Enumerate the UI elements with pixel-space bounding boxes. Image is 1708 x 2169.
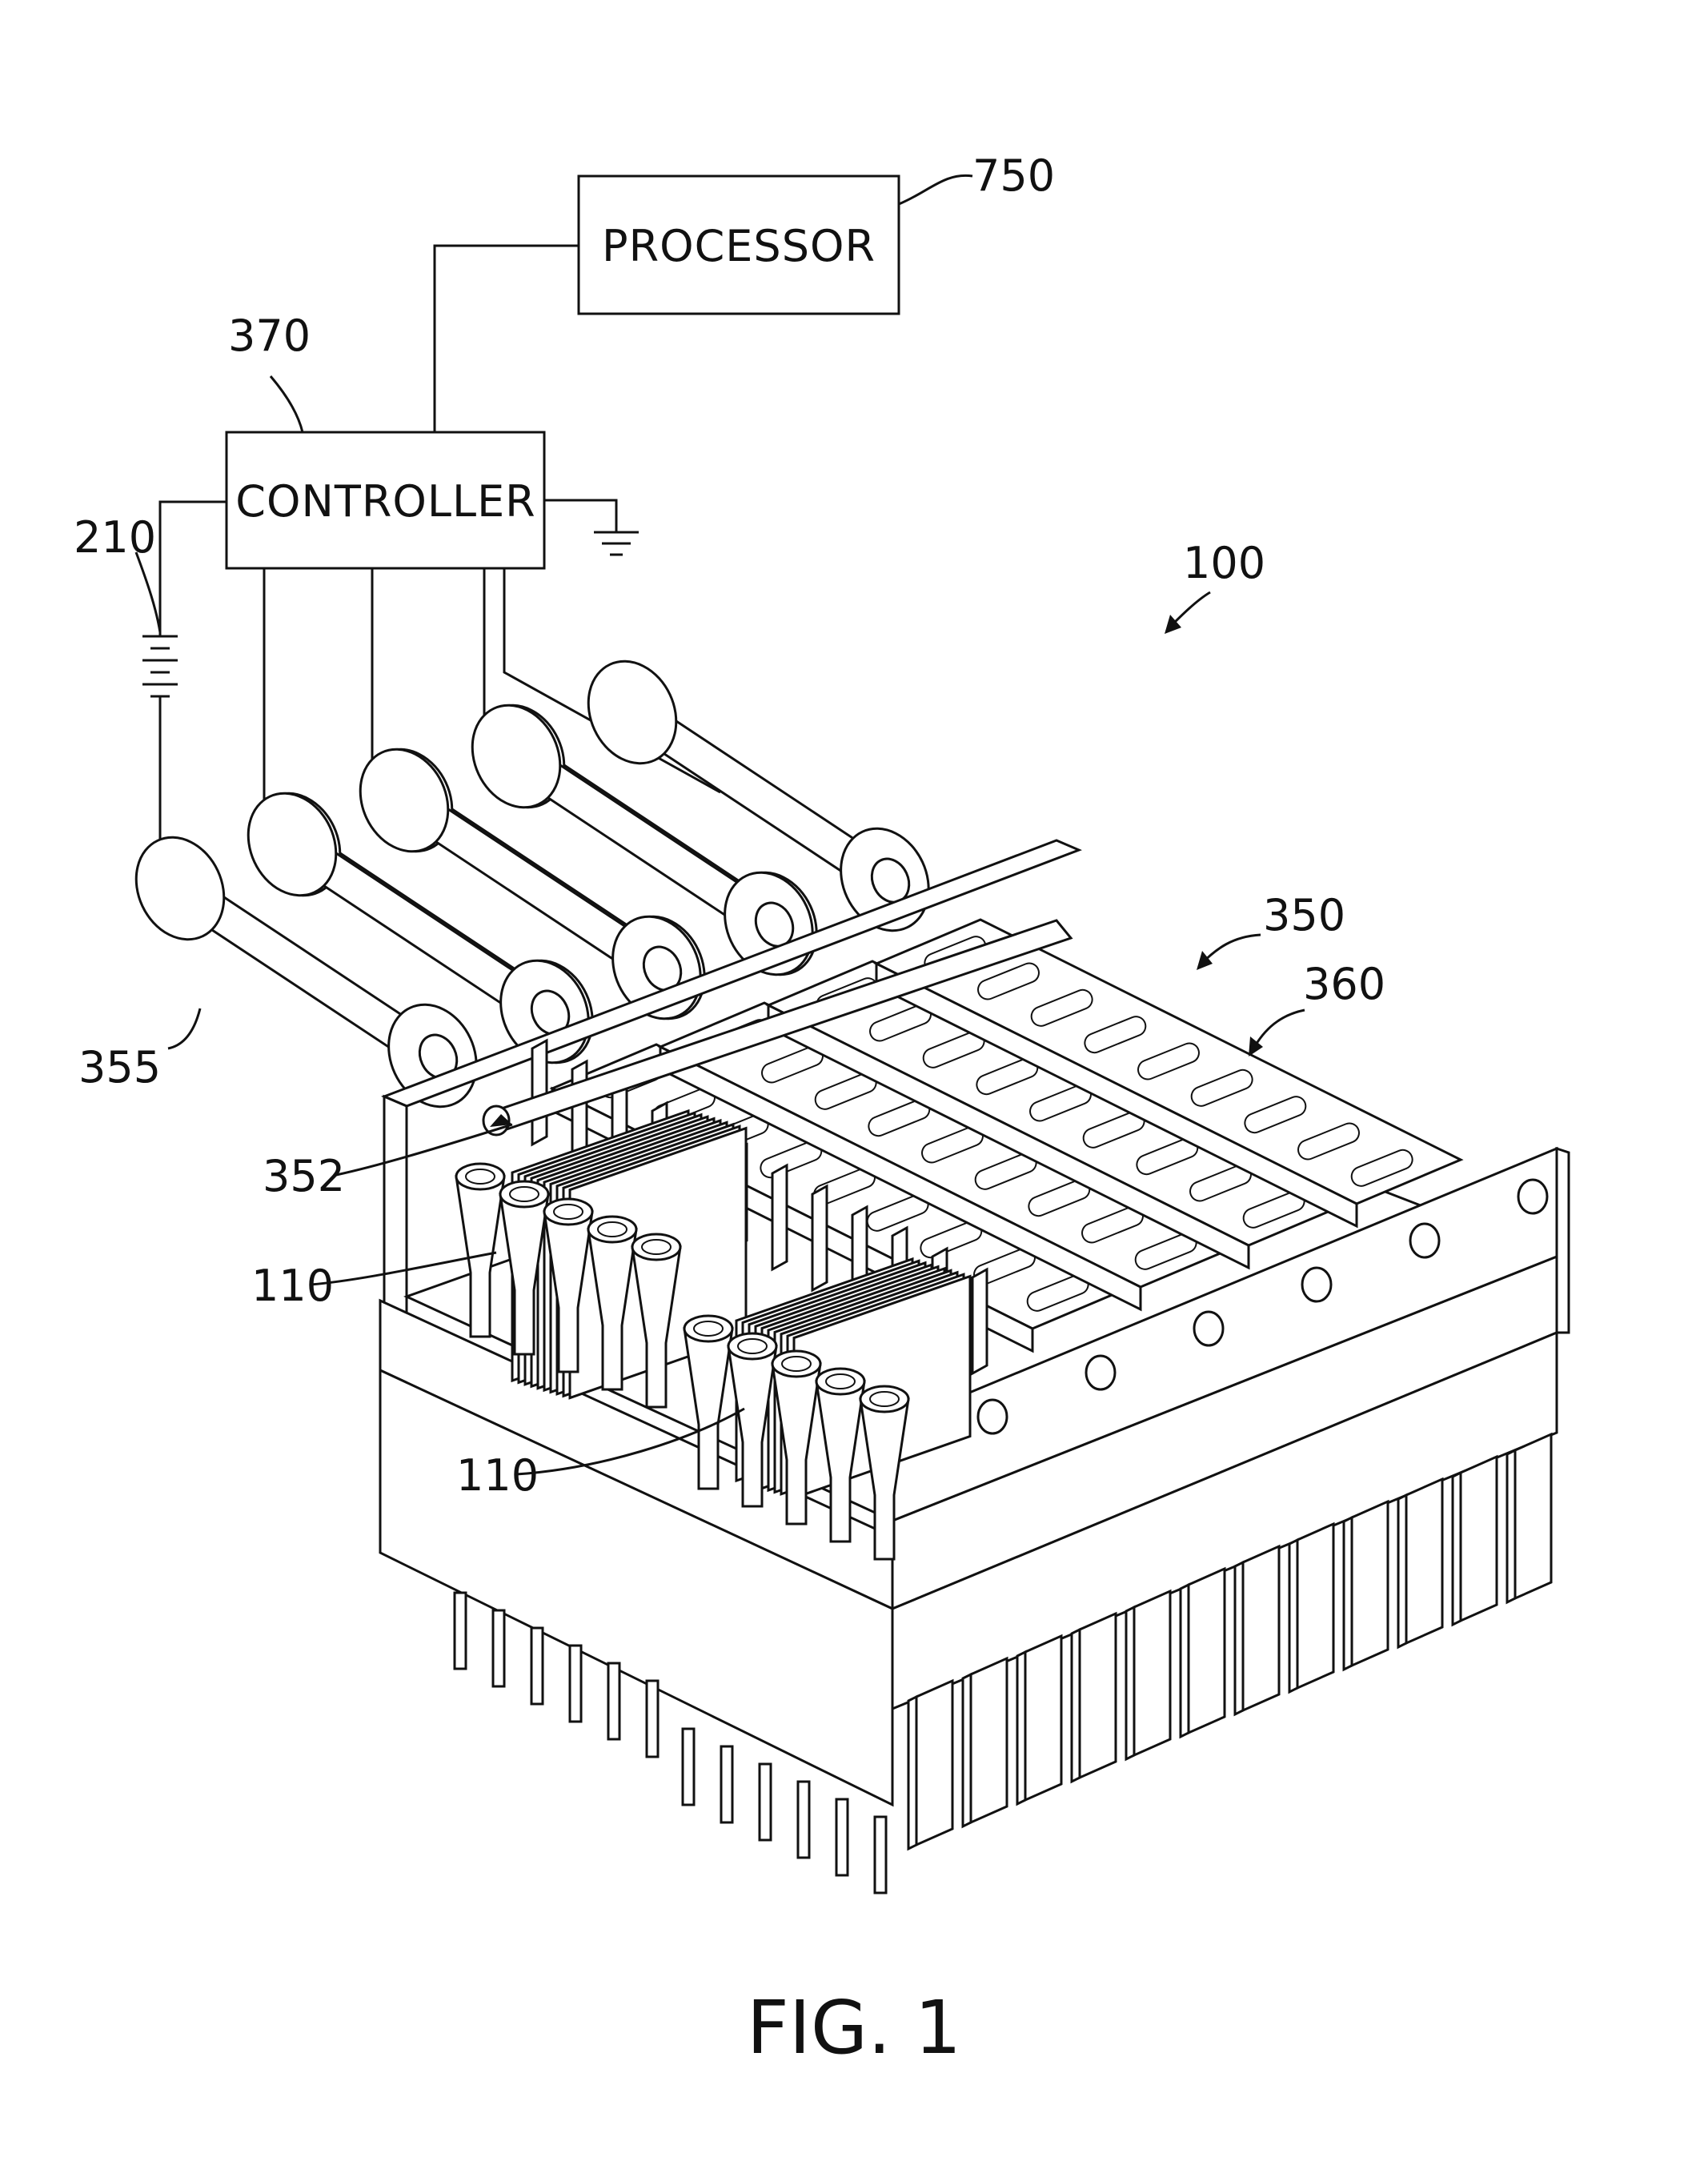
fin-face (1080, 1614, 1116, 1778)
pin (760, 1764, 771, 1840)
ref-100: 100 (1183, 538, 1265, 588)
leader-355 (168, 1008, 200, 1048)
pin (570, 1646, 581, 1722)
fin-face (1461, 1457, 1497, 1621)
fin-face (916, 1681, 952, 1845)
ref-110-lower: 110 (456, 1450, 539, 1501)
pin (493, 1610, 504, 1686)
ground-symbol (544, 500, 639, 555)
fin-face (1515, 1434, 1551, 1598)
controller-label: CONTROLLER (235, 476, 535, 527)
pin (455, 1593, 466, 1669)
plate (812, 1186, 827, 1290)
fin-face (1352, 1501, 1388, 1666)
fin-face (1297, 1524, 1333, 1688)
fin-face (1189, 1569, 1225, 1733)
leader-750 (899, 175, 972, 204)
controller-processor-wire (435, 246, 579, 432)
fin-face (1134, 1591, 1170, 1755)
plate (772, 1165, 787, 1269)
ref-110-upper: 110 (251, 1261, 334, 1311)
fin-face (1406, 1479, 1442, 1643)
ref-360: 360 (1303, 959, 1385, 1009)
pin (798, 1782, 809, 1858)
ref-355: 355 (78, 1042, 161, 1093)
fin-face (1243, 1546, 1279, 1710)
figure-caption: FIG. 1 (747, 1985, 961, 2071)
plate (532, 1040, 547, 1145)
pin (836, 1799, 848, 1875)
ref-210: 210 (74, 512, 156, 563)
ref-350: 350 (1263, 890, 1345, 940)
fin-face (1025, 1636, 1061, 1800)
controller-block: CONTROLLER (227, 432, 544, 568)
processor-label: PROCESSOR (602, 221, 876, 271)
pin (531, 1628, 543, 1704)
pin (608, 1663, 619, 1739)
processor-block: PROCESSOR (579, 176, 899, 314)
ref-750: 750 (972, 150, 1055, 201)
leader-210 (136, 552, 160, 632)
pin (875, 1817, 886, 1893)
leader-360 (1253, 1010, 1305, 1050)
plate (972, 1269, 987, 1373)
leader-370 (271, 376, 303, 432)
pin (721, 1746, 732, 1822)
fin-face (971, 1658, 1007, 1822)
ref-370: 370 (228, 311, 311, 361)
ref-352: 352 (263, 1151, 345, 1201)
arrow-350 (1197, 951, 1213, 970)
pin (647, 1681, 658, 1757)
pin (683, 1729, 694, 1805)
